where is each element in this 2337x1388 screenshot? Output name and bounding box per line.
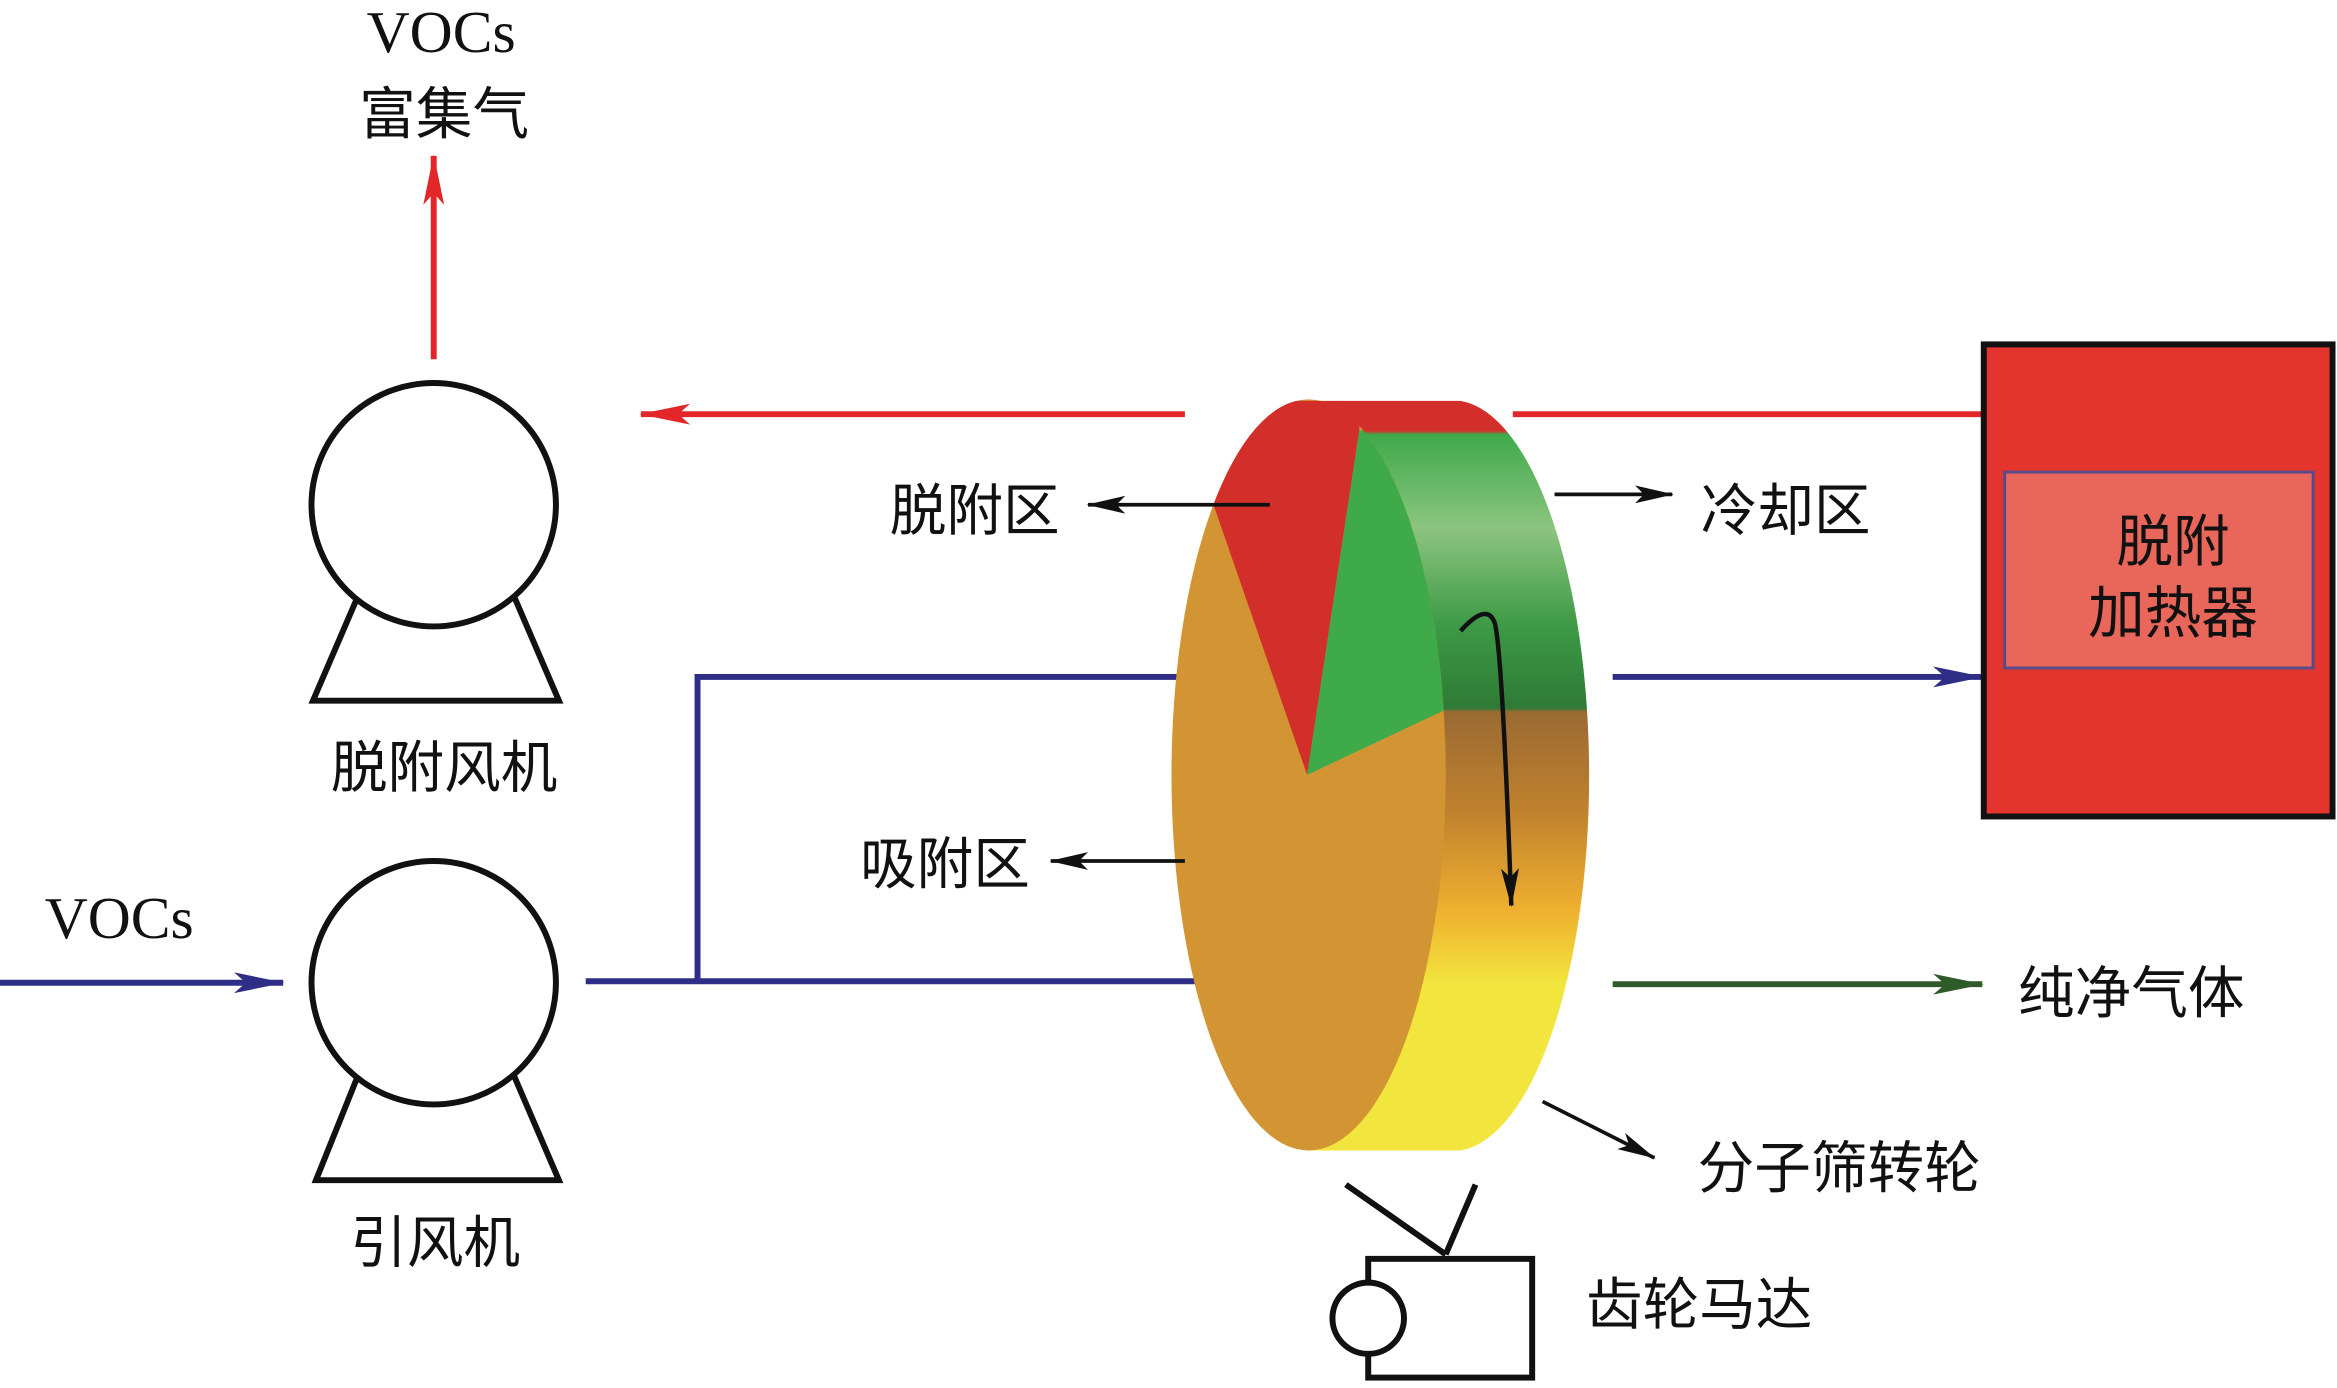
clean-gas-label: 纯净气体 <box>2018 962 2245 1027</box>
heater-label-line1: 脱附 <box>2116 510 2229 575</box>
heater-label-line2: 加热器 <box>2088 581 2258 646</box>
desorption-heater: 脱附 加热器 <box>1980 341 2336 820</box>
induced-fan-label: 引风机 <box>350 1211 520 1276</box>
cooling-sector <box>1307 430 1446 775</box>
induced-fan-icon <box>308 858 564 1184</box>
gear-motor-label: 齿轮马达 <box>1586 1273 1813 1338</box>
adsorption-zone-label: 吸附区 <box>860 832 1030 897</box>
desorption-zone-label: 脱附区 <box>890 479 1060 544</box>
vocs-rich-label-cn: 富集气 <box>359 83 529 148</box>
desorption-fan-label: 脱附风机 <box>331 736 558 801</box>
desorption-sector <box>1177 400 1360 775</box>
desorption-fan-icon <box>308 380 564 704</box>
vocs-rich-label-en: VOCs <box>367 0 516 65</box>
vocs-inlet-label: VOCs <box>45 885 194 951</box>
gear-motor-icon <box>1329 1182 1536 1381</box>
sieve-wheel-label: 分子筛转轮 <box>1698 1137 1981 1202</box>
cooling-branch-line <box>694 673 1390 982</box>
sieve-wheel-pointer <box>1541 1099 1656 1160</box>
cooling-zone-label: 冷却区 <box>1701 479 1871 544</box>
flow-direction-arrow <box>1458 611 1519 908</box>
molecular-sieve-wheel <box>1171 399 1590 1151</box>
